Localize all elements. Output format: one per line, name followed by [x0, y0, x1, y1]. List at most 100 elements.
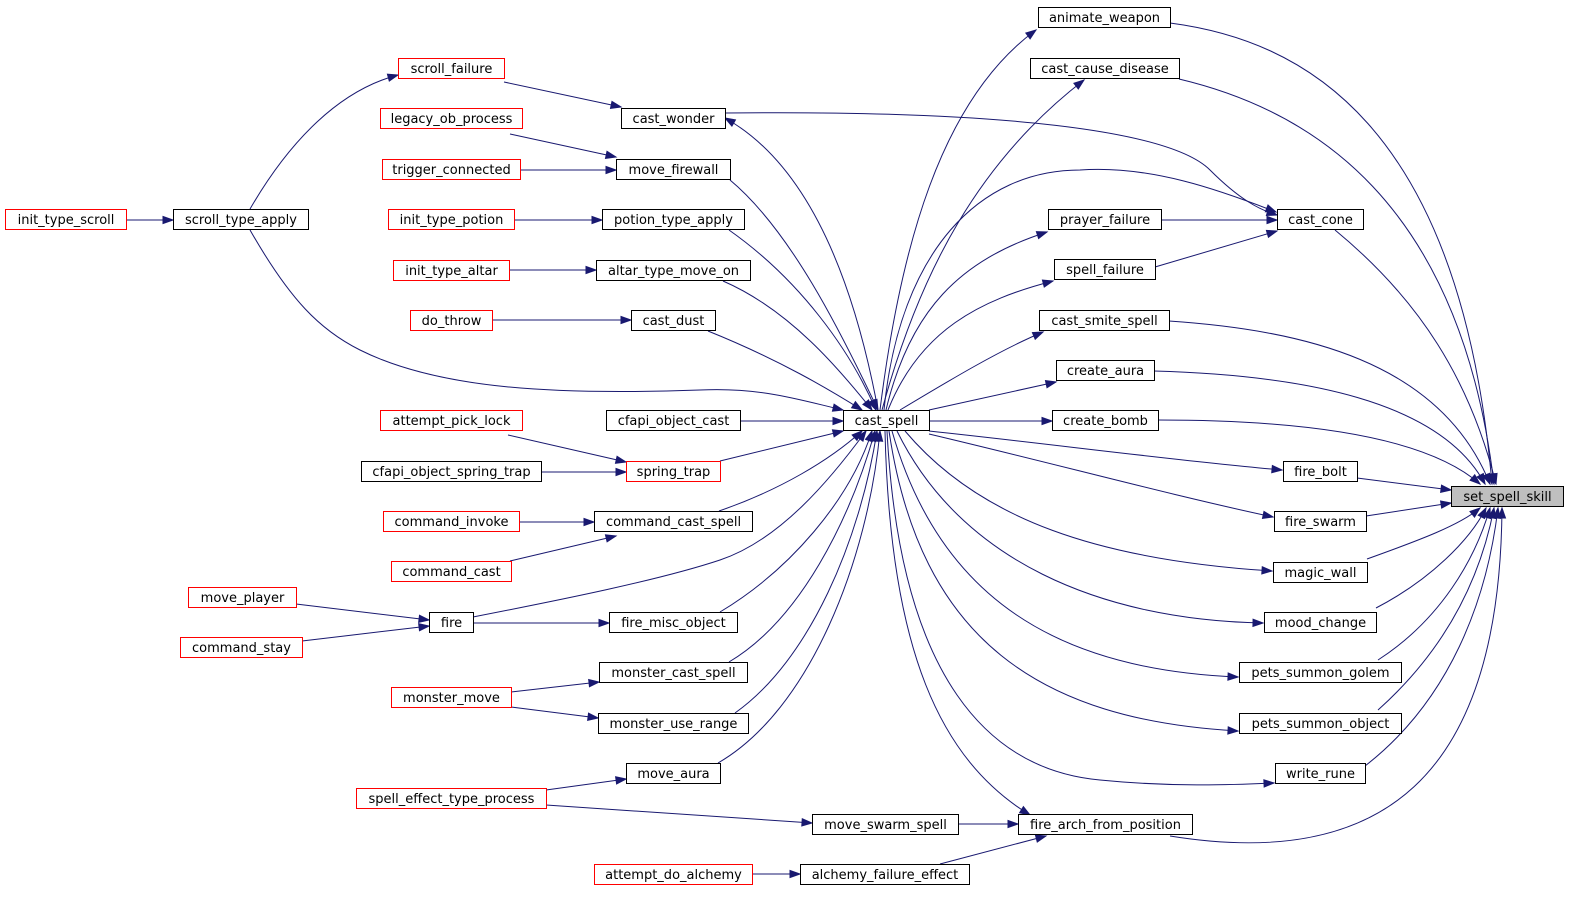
node-command_invoke[interactable]: command_invoke [383, 511, 520, 532]
arrowhead-cast_spell-to-magic_wall [1261, 566, 1274, 575]
edge-scroll_type_apply-to-scroll_failure [249, 74, 399, 210]
edge-cast_dust-to-cast_spell [707, 330, 863, 411]
node-box [621, 108, 726, 129]
node-monster_move[interactable]: monster_move [391, 687, 512, 708]
arrowhead-fire_bolt-to-set_spell_skill [1440, 484, 1453, 493]
node-set_spell_skill[interactable]: set_spell_skill [1451, 486, 1564, 507]
node-cfapi_object_spring_trap[interactable]: cfapi_object_spring_trap [361, 461, 542, 482]
node-label: monster_cast_spell [611, 666, 735, 681]
edge-magic_wall-to-set_spell_skill [1366, 507, 1481, 560]
node-attempt_pick_lock[interactable]: attempt_pick_lock [380, 410, 523, 431]
arrowhead-cast_spell-to-animate_weapon [1024, 29, 1038, 40]
node-label: create_aura [1067, 364, 1144, 379]
node-box [1451, 486, 1564, 507]
node-label: cfapi_object_cast [618, 414, 730, 429]
node-write_rune[interactable]: write_rune [1275, 763, 1366, 784]
edge-cast_spell-to-magic_wall [904, 430, 1273, 572]
node-potion_type_apply[interactable]: potion_type_apply [602, 209, 745, 230]
edge-fire-to-cast_spell [472, 430, 867, 618]
arrowhead-scroll_type_apply-to-scroll_failure [386, 73, 400, 82]
edge-cast_cause_disease-to-set_spell_skill [1178, 78, 1495, 485]
node-init_type_potion[interactable]: init_type_potion [388, 209, 515, 230]
node-cast_spell[interactable]: cast_spell [843, 410, 930, 431]
node-alchemy_failure_effect[interactable]: alchemy_failure_effect [800, 864, 970, 885]
node-altar_type_move_on[interactable]: altar_type_move_on [596, 260, 751, 281]
node-cast_cause_disease[interactable]: cast_cause_disease [1030, 58, 1180, 79]
node-fire[interactable]: fire [429, 612, 474, 633]
node-cfapi_object_cast[interactable]: cfapi_object_cast [606, 410, 741, 431]
node-fire_bolt[interactable]: fire_bolt [1283, 461, 1358, 482]
node-fire_arch_from_position[interactable]: fire_arch_from_position [1018, 814, 1193, 835]
node-pets_summon_object[interactable]: pets_summon_object [1239, 713, 1402, 734]
node-fire_swarm[interactable]: fire_swarm [1274, 511, 1367, 532]
node-box [800, 864, 970, 885]
node-mood_change[interactable]: mood_change [1264, 612, 1377, 633]
node-scroll_type_apply[interactable]: scroll_type_apply [173, 209, 309, 230]
arrowhead-cfapi_object_spring_trap-to-spring_trap [615, 467, 628, 477]
edge-create_bomb-to-set_spell_skill [1157, 419, 1481, 485]
node-command_cast[interactable]: command_cast [391, 561, 512, 582]
edge-fire_swarm-to-set_spell_skill [1365, 502, 1452, 517]
node-label: altar_type_move_on [608, 264, 739, 279]
node-box [599, 662, 748, 683]
edge-alchemy_failure_effect-to-fire_arch_from_position [939, 835, 1047, 865]
node-spell_effect_type_process[interactable]: spell_effect_type_process [356, 788, 547, 809]
node-box [380, 410, 523, 431]
edge-cast_spell-to-cast_wonder [724, 117, 879, 411]
node-do_throw[interactable]: do_throw [410, 310, 493, 331]
node-pets_summon_golem[interactable]: pets_summon_golem [1239, 662, 1402, 683]
node-command_stay[interactable]: command_stay [180, 637, 303, 658]
node-label: do_throw [422, 314, 482, 329]
edge-cast_smite_spell-to-set_spell_skill [1168, 320, 1491, 485]
arrowhead-cast_spell-to-prayer_failure [1035, 231, 1049, 240]
node-legacy_ob_process[interactable]: legacy_ob_process [380, 108, 523, 129]
edge-cast_spell-to-fire_arch_from_position [884, 430, 1031, 816]
node-attempt_do_alchemy[interactable]: attempt_do_alchemy [594, 864, 753, 885]
node-box [1038, 7, 1171, 28]
edge-mood_change-to-set_spell_skill [1375, 507, 1487, 609]
node-monster_use_range[interactable]: monster_use_range [598, 713, 749, 734]
node-init_type_scroll[interactable]: init_type_scroll [5, 209, 127, 230]
node-move_aura[interactable]: move_aura [626, 763, 721, 784]
node-monster_cast_spell[interactable]: monster_cast_spell [599, 662, 748, 683]
arrowhead-scroll_type_apply-to-cast_spell [831, 403, 845, 412]
node-init_type_altar[interactable]: init_type_altar [393, 260, 510, 281]
node-box [598, 713, 749, 734]
node-box [410, 310, 493, 331]
edge-potion_type_apply-to-cast_spell [728, 229, 877, 411]
arrowhead-command_stay-to-fire [418, 622, 431, 632]
node-box [1030, 58, 1180, 79]
node-create_bomb[interactable]: create_bomb [1052, 410, 1159, 431]
node-trigger_connected[interactable]: trigger_connected [382, 159, 521, 180]
node-spell_failure[interactable]: spell_failure [1054, 259, 1156, 280]
arrowhead-cfapi_object_cast-to-cast_spell [832, 416, 845, 426]
node-cast_dust[interactable]: cast_dust [631, 310, 716, 331]
node-fire_misc_object[interactable]: fire_misc_object [609, 612, 738, 633]
node-cast_smite_spell[interactable]: cast_smite_spell [1039, 310, 1170, 331]
node-spring_trap[interactable]: spring_trap [626, 461, 721, 482]
node-animate_weapon[interactable]: animate_weapon [1038, 7, 1171, 28]
node-move_firewall[interactable]: move_firewall [616, 159, 731, 180]
node-box [1054, 259, 1156, 280]
node-box [382, 159, 521, 180]
node-box [1239, 662, 1402, 683]
node-scroll_failure[interactable]: scroll_failure [398, 58, 505, 79]
node-create_aura[interactable]: create_aura [1056, 360, 1155, 381]
node-move_player[interactable]: move_player [188, 587, 297, 608]
edge-write_rune-to-set_spell_skill [1364, 507, 1499, 767]
arrowhead-spell_effect_type_process-to-move_swarm_spell [801, 817, 814, 827]
edge-command_stay-to-fire [301, 625, 430, 642]
node-move_swarm_spell[interactable]: move_swarm_spell [812, 814, 959, 835]
node-magic_wall[interactable]: magic_wall [1273, 562, 1368, 583]
node-label: spell_failure [1066, 263, 1144, 278]
node-command_cast_spell[interactable]: command_cast_spell [594, 511, 753, 532]
node-cast_cone[interactable]: cast_cone [1277, 209, 1364, 230]
node-cast_wonder[interactable]: cast_wonder [621, 108, 726, 129]
node-box [388, 209, 515, 230]
node-prayer_failure[interactable]: prayer_failure [1048, 209, 1162, 230]
node-label: command_cast [402, 565, 500, 580]
edge-monster_move-to-monster_use_range [510, 706, 599, 719]
arrowhead-monster_move-to-monster_use_range [587, 712, 600, 721]
edge-cast_spell-to-animate_weapon [879, 29, 1037, 411]
